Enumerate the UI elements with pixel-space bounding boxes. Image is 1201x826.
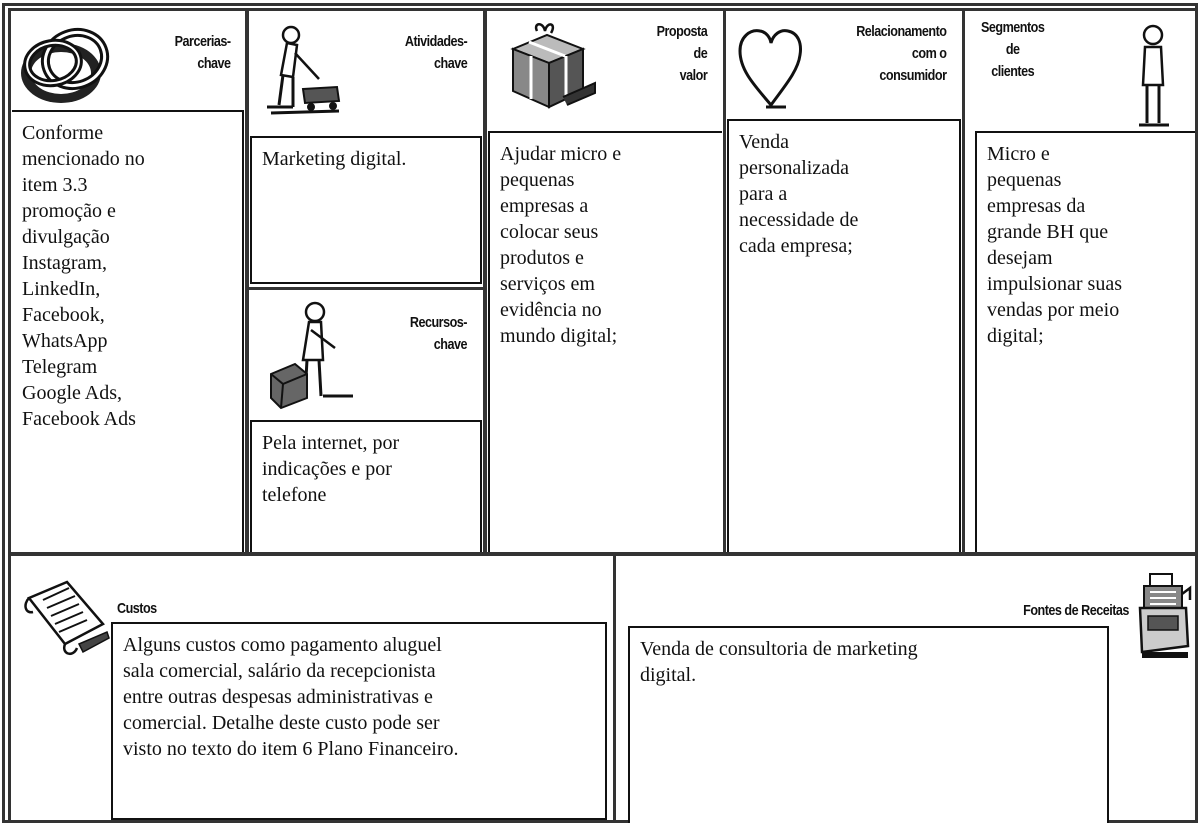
title-line: de: [693, 45, 707, 62]
customer-relationships-title: Relacionamento com o consumidor: [855, 21, 947, 87]
receipt-scroll-icon: [19, 578, 111, 658]
key-activities-content: Marketing digital.: [250, 136, 482, 284]
title-line: consumidor: [878, 67, 947, 84]
customer-relationships-content: Venda personalizada para a necessidade d…: [727, 119, 961, 552]
title-line: Proposta: [656, 23, 707, 40]
key-partners-section: Parcerias- chave Conforme mencionado no …: [8, 8, 248, 555]
key-resources-title: Recursos- chave: [409, 312, 468, 356]
title-line: chave: [433, 55, 468, 72]
cost-structure-title: Custos: [117, 600, 157, 617]
title-line: Relacionamento: [855, 23, 947, 40]
customer-relationships-section: Relacionamento com o consumidor Venda pe…: [723, 8, 965, 555]
gift-package-icon: [507, 19, 597, 111]
revenue-streams-content: Venda de consultoria de marketing digita…: [628, 626, 1109, 823]
cost-structure-content: Alguns custos como pagamento aluguel sal…: [111, 622, 607, 820]
key-partners-content: Conforme mencionado no item 3.3 promoção…: [12, 110, 244, 552]
title-line: chave: [433, 336, 468, 353]
title-line: chave: [197, 55, 232, 72]
value-proposition-title: Proposta de valor: [656, 21, 707, 87]
title-line: Segmentos: [981, 19, 1045, 36]
standing-person-icon: [1133, 23, 1173, 131]
key-resources-section: Recursos- chave Pela internet, por indic…: [246, 287, 486, 555]
title-line: Parcerias-: [175, 33, 231, 50]
revenue-streams-section: Fontes de Receitas Venda de consultoria …: [613, 553, 1198, 823]
person-with-cart-icon: [263, 23, 343, 119]
customer-segments-content: Micro e pequenas empresas da grande BH q…: [975, 131, 1195, 552]
value-proposition-section: Proposta de valor Ajudar micro e pequena…: [484, 8, 726, 555]
key-partners-title: Parcerias- chave: [175, 31, 231, 75]
title-line: com o: [911, 45, 946, 62]
key-resources-content: Pela internet, por indicações e por tele…: [250, 420, 482, 552]
key-activities-section: Atividades- chave Marketing digital.: [246, 8, 486, 290]
title-line: Recursos-: [409, 314, 468, 331]
title-line: de: [1005, 41, 1020, 58]
cash-register-icon: [1136, 570, 1192, 662]
cost-structure-section: Custos Alguns custos como pagamento alug…: [8, 553, 616, 823]
key-activities-title: Atividades- chave: [404, 31, 468, 75]
person-with-boxes-icon: [267, 300, 357, 410]
revenue-streams-title: Fontes de Receitas: [1023, 602, 1129, 619]
customer-segments-title: Segmentos de clientes: [981, 17, 1045, 83]
heart-icon: [736, 25, 806, 109]
value-proposition-content: Ajudar micro e pequenas empresas a coloc…: [488, 131, 722, 552]
title-line: clientes: [991, 63, 1035, 80]
title-line: valor: [679, 67, 707, 84]
interlocked-rings-icon: [19, 17, 129, 109]
customer-segments-section: Segmentos de clientes Micro e pequenas e…: [962, 8, 1198, 555]
title-line: Atividades-: [404, 33, 468, 50]
